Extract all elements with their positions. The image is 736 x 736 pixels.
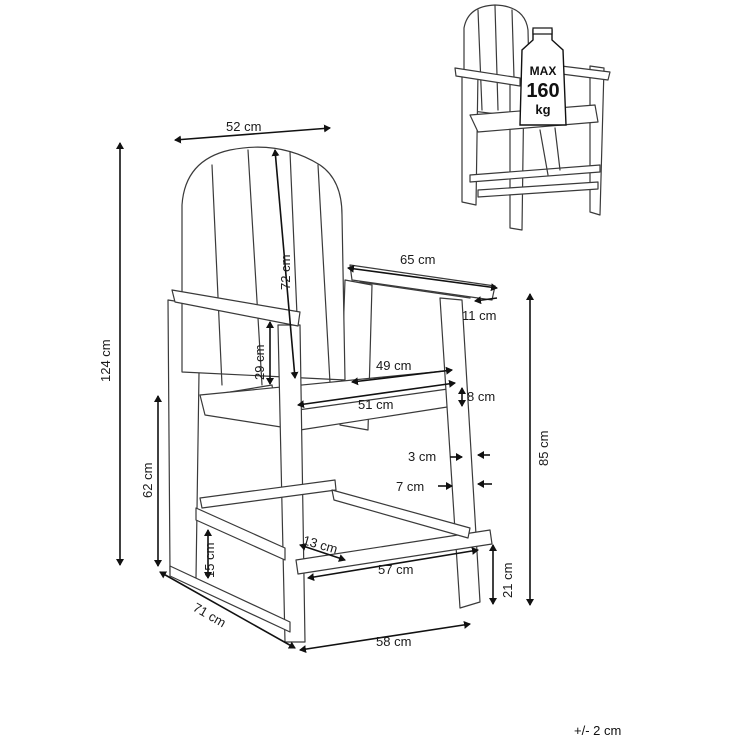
label-width-top: 52 cm: [226, 119, 261, 134]
label-seat-front-height: 8 cm: [467, 389, 495, 404]
label-arm-length: 65 cm: [400, 252, 435, 267]
label-seat-depth: 49 cm: [376, 358, 411, 373]
front-right-leg: [439, 297, 481, 609]
left-side-rail: [195, 507, 286, 561]
label-leg-width: 7 cm: [396, 479, 424, 494]
backrest: [181, 146, 346, 381]
label-leg-thickness: 3 cm: [408, 449, 436, 464]
tolerance-note: +/- 2 cm: [574, 723, 621, 736]
bottom-front-rail: [169, 565, 291, 633]
front-left-leg: [277, 324, 306, 643]
main-chair-drawing: [167, 146, 496, 643]
badge-max-label: MAX: [530, 64, 557, 78]
label-bottom-rail: 15 cm: [202, 543, 217, 578]
label-back-height: 72 cm: [278, 255, 293, 290]
label-footrest-depth: 13 cm: [301, 532, 339, 556]
label-seat-width: 51 cm: [358, 397, 393, 412]
label-seat-height: 62 cm: [140, 463, 155, 498]
label-depth: 71 cm: [191, 600, 229, 631]
dimension-arrows: [116, 124, 534, 654]
badge-unit: kg: [535, 102, 550, 117]
footrest-side-bar: [331, 489, 471, 539]
label-arm-height: 29 cm: [252, 345, 267, 380]
badge-weight-value: 160: [526, 80, 559, 102]
label-footrest-width: 57 cm: [378, 562, 413, 577]
label-arm-width: 11 cm: [462, 308, 496, 323]
label-footrest-height: 21 cm: [500, 563, 515, 598]
rear-side-rail: [199, 479, 337, 509]
label-height-to-arm: 85 cm: [536, 431, 551, 466]
label-total-height: 124 cm: [98, 339, 113, 382]
label-width-bottom: 58 cm: [376, 634, 411, 649]
max-weight-badge: MAX 160 kg: [519, 27, 567, 126]
thumbnail-chair: [454, 4, 611, 231]
